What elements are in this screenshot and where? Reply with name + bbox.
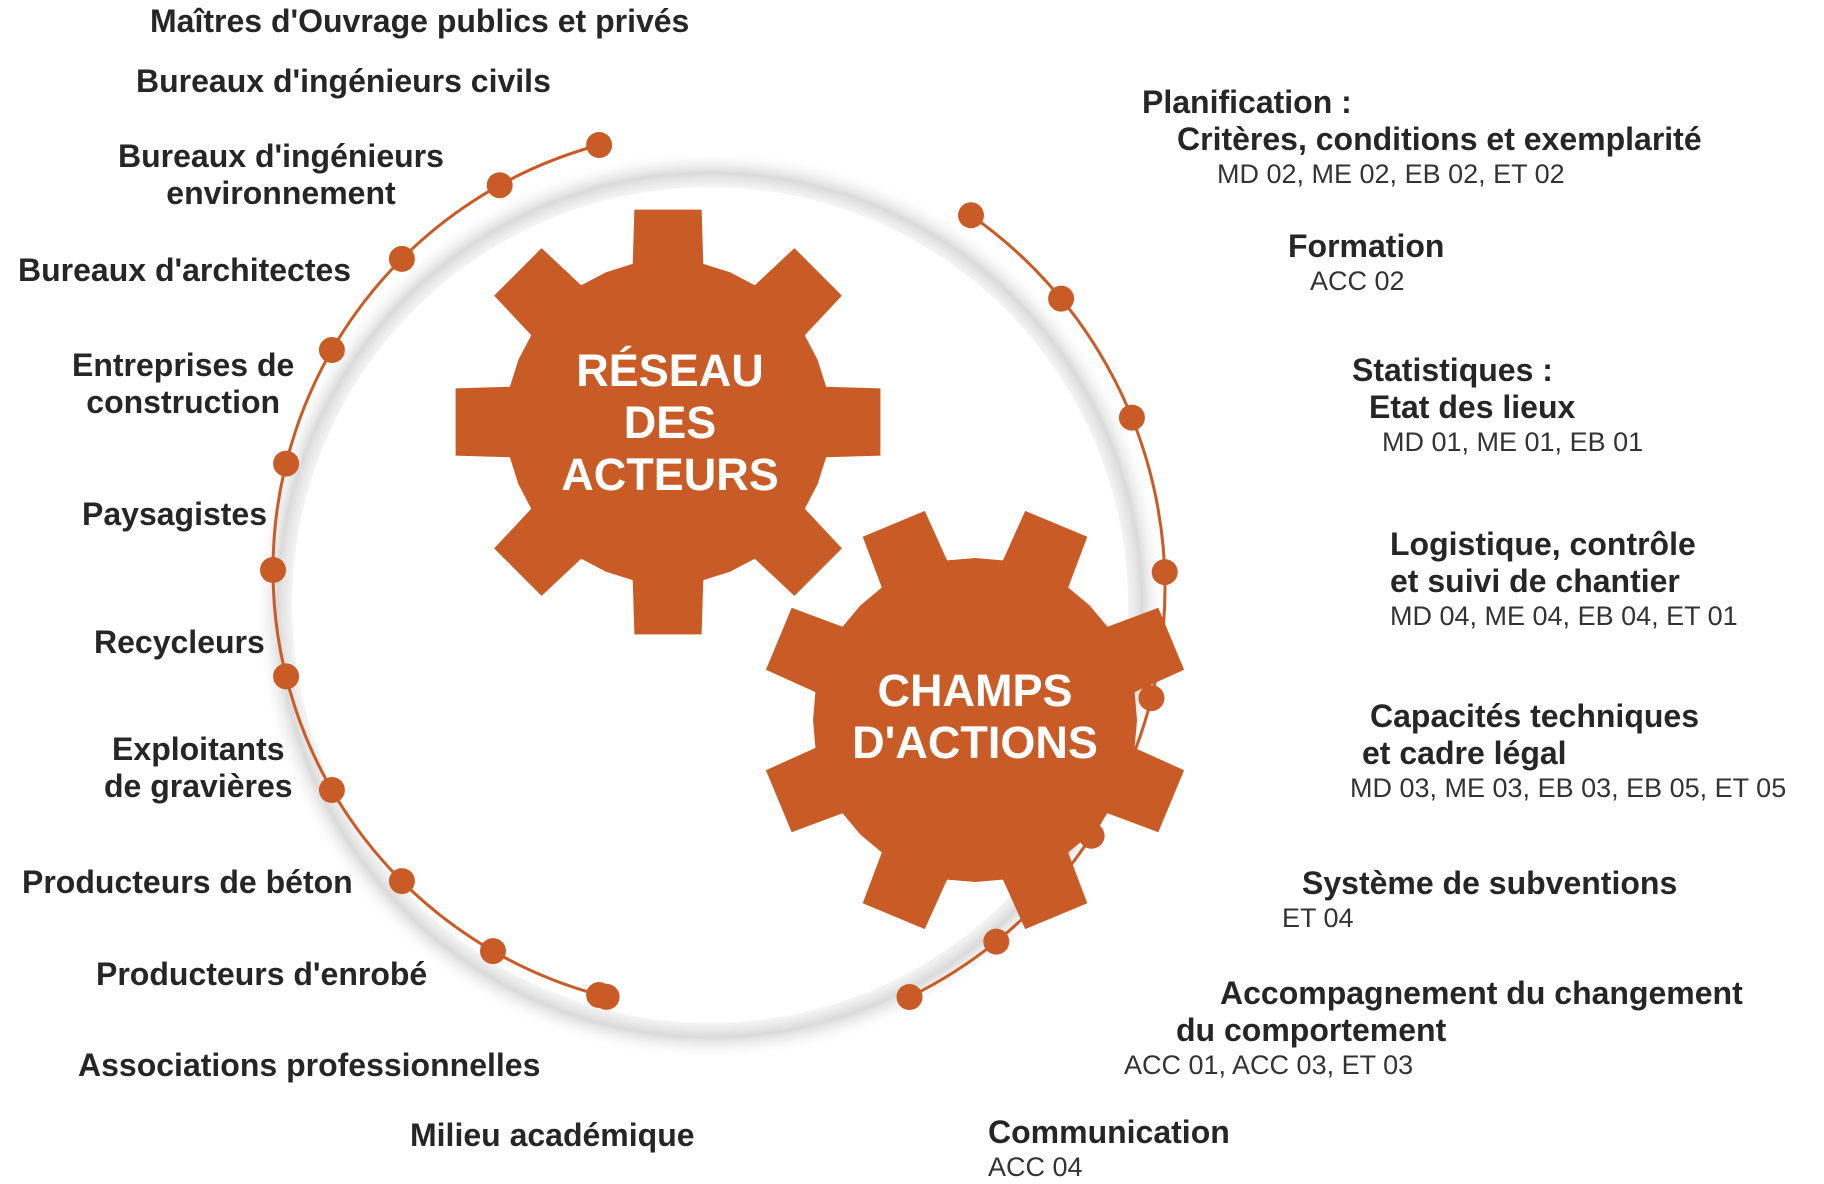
action-label-line: Etat des lieux: [1369, 389, 1576, 425]
action-label-subventions: Système de subventions ET 04: [1282, 865, 1677, 935]
actor-node: [260, 557, 286, 583]
action-label-line: Logistique, contrôle: [1390, 526, 1696, 562]
action-label-planification: Planification : Critères, conditions et …: [1142, 84, 1702, 191]
action-node: [958, 202, 984, 229]
actor-label-line: Milieu académique: [410, 1117, 695, 1153]
actor-label-paysagistes: Paysagistes: [82, 496, 267, 533]
actor-label-associations: Associations professionnelles: [78, 1047, 540, 1084]
action-codes: ACC 04: [988, 1152, 1083, 1182]
gear-label-line: D'ACTIONS: [852, 717, 1098, 768]
actor-label-line: Recycleurs: [94, 624, 265, 660]
actor-label-line: Producteurs d'enrobé: [96, 956, 428, 992]
gear-label-line: DES: [623, 397, 717, 448]
action-codes: ACC 01, ACC 03, ET 03: [1124, 1050, 1414, 1080]
gear-reseau-des-acteurs: [455, 209, 881, 635]
action-codes: MD 01, ME 01, EB 01: [1382, 427, 1644, 457]
action-label-statistiques: Statistiques : Etat des lieux MD 01, ME …: [1352, 352, 1643, 459]
action-node: [1118, 404, 1145, 431]
actor-label-line: de gravières: [104, 768, 293, 804]
action-node: [1138, 685, 1165, 712]
actor-node: [586, 982, 613, 1008]
actor-node: [388, 245, 415, 272]
actor-label-recycleurs: Recycleurs: [94, 624, 265, 661]
actor-label-enrobe: Producteurs d'enrobé: [96, 956, 427, 993]
action-codes: MD 02, ME 02, EB 02, ET 02: [1217, 159, 1565, 189]
actor-label-line: construction: [86, 384, 281, 420]
action-label-line: Statistiques :: [1352, 352, 1553, 388]
action-label-line: Système de subventions: [1302, 865, 1678, 901]
actor-node: [586, 132, 613, 158]
actor-node: [318, 337, 345, 363]
actor-label-line: Entreprises de: [72, 347, 295, 383]
action-label-line: Capacités techniques: [1370, 698, 1699, 734]
actor-label-line: Exploitants: [112, 731, 285, 767]
actors-arc: [260, 132, 620, 1010]
actor-node: [388, 868, 415, 895]
action-codes: ET 04: [1282, 903, 1354, 933]
action-node: [1048, 285, 1075, 312]
actor-label-maitres-ouvrage: Maîtres d'Ouvrage publics et privés: [150, 3, 689, 40]
actor-label-entreprises: Entreprises de construction: [72, 347, 294, 421]
actor-label-line: Maîtres d'Ouvrage publics et privés: [150, 3, 690, 39]
actor-node: [486, 172, 513, 199]
actor-node: [273, 450, 300, 477]
actor-label-line: Associations professionnelles: [78, 1047, 541, 1083]
actor-label-line: environnement: [166, 175, 396, 211]
action-label-line: du comportement: [1176, 1012, 1447, 1048]
gear-label-line: CHAMPS: [877, 665, 1073, 716]
actor-node: [480, 938, 506, 965]
gear-label-line: ACTEURS: [561, 449, 779, 500]
action-codes: MD 04, ME 04, EB 04, ET 01: [1390, 601, 1738, 631]
action-label-line: Accompagnement du changement: [1220, 975, 1743, 1011]
gear-champs-dactions: [765, 510, 1185, 930]
action-node: [1151, 559, 1178, 586]
actor-label-exploitants: Exploitants de gravières: [104, 731, 293, 805]
gear-label-reseau: RÉSEAU DES ACTEURS: [520, 345, 820, 501]
gear-label-champs: CHAMPS D'ACTIONS: [805, 665, 1145, 769]
action-codes: MD 03, ME 03, EB 03, EB 05, ET 05: [1350, 773, 1787, 803]
actor-label-ingenieurs-environnement: Bureaux d'ingénieurs environnement: [118, 138, 444, 212]
actor-label-line: Bureaux d'ingénieurs civils: [136, 63, 551, 99]
action-codes: ACC 02: [1310, 266, 1405, 296]
actor-node: [273, 663, 300, 690]
actor-node: [318, 777, 345, 803]
action-label-line: Critères, conditions et exemplarité: [1177, 121, 1702, 157]
action-label-formation: Formation ACC 02: [1288, 228, 1444, 298]
actor-label-academique: Milieu académique: [410, 1117, 695, 1154]
actor-label-line: Producteurs de béton: [22, 864, 353, 900]
action-label-line: Planification :: [1142, 84, 1352, 120]
actor-label-line: Paysagistes: [82, 496, 268, 532]
action-label-accompagnement: Accompagnement du changement du comporte…: [1124, 975, 1743, 1082]
action-label-line: et cadre légal: [1362, 735, 1567, 771]
action-node: [896, 984, 923, 1010]
actor-label-architectes: Bureaux d'architectes: [18, 252, 351, 289]
action-node: [983, 928, 1010, 955]
actor-label-beton: Producteurs de béton: [22, 864, 353, 901]
action-label-logistique: Logistique, contrôle et suivi de chantie…: [1390, 526, 1738, 633]
action-label-capacites: Capacités techniques et cadre légal MD 0…: [1350, 698, 1786, 805]
actor-label-ingenieurs-civils: Bureaux d'ingénieurs civils: [136, 63, 551, 100]
gear-label-line: RÉSEAU: [576, 345, 764, 396]
action-label-line: et suivi de chantier: [1390, 563, 1680, 599]
actor-label-line: Bureaux d'architectes: [18, 252, 352, 288]
action-label-line: Communication: [988, 1114, 1230, 1150]
action-label-line: Formation: [1288, 228, 1445, 264]
actor-label-line: Bureaux d'ingénieurs: [118, 138, 444, 174]
